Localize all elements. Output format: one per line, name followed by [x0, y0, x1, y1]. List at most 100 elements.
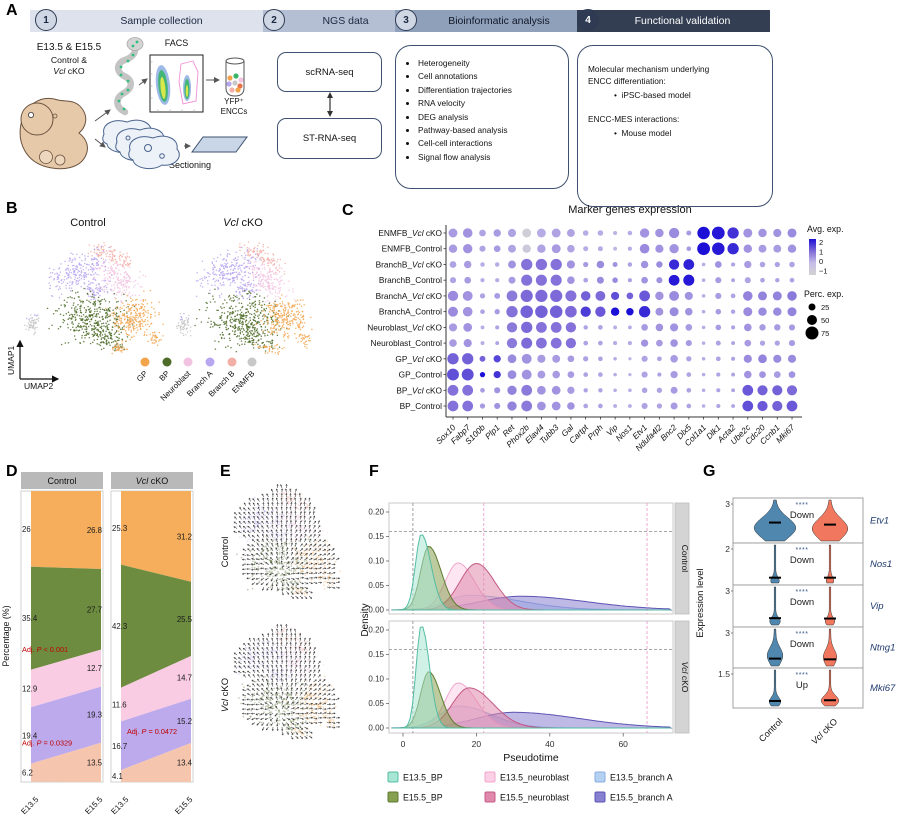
gene-label: Vip — [870, 601, 884, 612]
legend-label: E15.5_BP — [403, 793, 443, 803]
x-tick-label: E15.5 — [83, 795, 105, 816]
legend-label: E13.5_branch A — [610, 773, 673, 783]
sample-collection-illustration — [19, 37, 333, 170]
facet-strip-label: Control — [680, 545, 690, 573]
y-tick-label: 0.20 — [368, 626, 384, 635]
gene-label: Nos1 — [870, 559, 892, 570]
func-bullet-text: iPSC-based model — [621, 90, 691, 100]
func-line: ENCC-MES interactions: — [588, 113, 680, 124]
yfp-label: YFP⁺ — [224, 97, 244, 106]
band-value-right: 27.7 — [87, 605, 102, 614]
y-tick-label: 0.05 — [368, 699, 384, 708]
func-bullet: • Mouse model — [614, 128, 672, 138]
y-tick-label: 3 — [725, 628, 730, 638]
bio-bullet: Signal flow analysis — [418, 152, 568, 162]
sample-genotype-label2: Vcl cKO — [26, 66, 112, 76]
x-category-label: Vcl cKO — [809, 716, 839, 746]
x-tick-label: 0 — [401, 739, 406, 749]
umap1-axis-label: UMAP1 — [6, 345, 16, 375]
x-tick-label: E13.5 — [19, 795, 41, 816]
band-value-right: 15.2 — [177, 717, 192, 726]
dotplot-gene-label: Plp1 — [483, 422, 502, 441]
panel-label-e: E — [220, 463, 231, 480]
umap-scatter-control — [46, 242, 164, 355]
legend-label: E13.5_BP — [403, 773, 443, 783]
y-tick-label: 0.10 — [368, 557, 384, 566]
dotplot-row-label: BranchA_Vcl cKO — [376, 291, 443, 301]
bio-bullet: Cell annotations — [418, 71, 568, 81]
dotplot-row-label: Neuroblast_Control — [371, 338, 443, 348]
y-tick-label: 0.10 — [368, 675, 384, 684]
umap-outlier-cluster — [176, 312, 192, 337]
step-3-header: Bioinformatic analysis — [395, 10, 585, 32]
facet-strip-label: Vcl cKO — [680, 662, 690, 693]
band-value-left: 16.7 — [112, 742, 127, 751]
bio-bullet: RNA velocity — [418, 98, 568, 108]
expression-y-axis-label: Expression level — [695, 568, 706, 637]
panel-label-a: A — [6, 2, 18, 19]
panel-label-b: B — [6, 200, 18, 217]
band-value-left: 35.4 — [22, 614, 38, 623]
violin-panel: Expression level ****Down3Etv1****Down2N… — [695, 497, 896, 746]
band-value-left: 19.4 — [22, 731, 38, 740]
band-value-left: 12.9 — [22, 684, 37, 693]
func-bullet-text: Mouse model — [621, 128, 672, 138]
legend-label: BP — [158, 369, 172, 383]
band-value-left: 4.1 — [112, 772, 123, 781]
y-tick-label: 0.15 — [368, 650, 384, 659]
direction-label: Up — [796, 680, 808, 691]
direction-label: Down — [790, 510, 814, 521]
facs-gate — [178, 60, 199, 105]
y-tick-label: 0.15 — [368, 532, 384, 541]
dotplot-row-label: BranchA_Control — [379, 307, 442, 317]
significance-stars: **** — [796, 589, 809, 596]
velocity-panel: Control Vcl cKO — [220, 483, 341, 740]
dotplot-row-label: ENMFB_Control — [382, 244, 443, 254]
step-1-header: Sample collection — [30, 10, 273, 32]
direction-label: Down — [790, 639, 814, 650]
band-value-left: 11.6 — [112, 701, 127, 710]
adj-p-annotation: Adj. P < 0.001 — [22, 645, 68, 654]
bio-bullet: Cell-cell interactions — [418, 138, 568, 148]
panel-label-c: C — [342, 202, 354, 219]
significance-stars: **** — [796, 631, 809, 638]
pseudotime-legend: E13.5_BPE15.5_BPE13.5_neuroblastE15.5_ne… — [387, 771, 673, 803]
band-value-left: 26 — [22, 525, 31, 534]
band-value-right: 25.5 — [177, 615, 193, 624]
bio-bullet: Differentiation trajectories — [418, 85, 568, 95]
chart-header: Control — [47, 476, 76, 486]
facs-plot — [149, 54, 204, 113]
svg-text:50: 50 — [821, 316, 829, 325]
legend-label: E15.5_branch A — [610, 793, 673, 803]
adj-p-annotation: Adj. P = 0.0472 — [127, 727, 177, 736]
functional-validation-box: Molecular mechanism underlying ENCC diff… — [577, 45, 773, 207]
step-4-header: Functional validation — [577, 10, 770, 32]
velocity-plot-control — [233, 483, 341, 599]
pseudotime-panel: Density 0.200.150.100.050.00Control0.200… — [360, 502, 690, 803]
cko-text: cKO — [65, 66, 85, 76]
adj-p-annotation: Adj. P = 0.0329 — [22, 738, 72, 747]
dotplot-row-label: Neuroblast_Vcl cKO — [367, 322, 442, 332]
step-1-circle: 1 — [35, 9, 57, 31]
bio-bullet: DEG analysis — [418, 112, 568, 122]
dotplot-row-label: BranchB_Vcl cKO — [376, 259, 443, 269]
umap-axes: UMAP1 UMAP2 — [6, 339, 60, 391]
band-value-right: 12.7 — [87, 664, 102, 673]
umap2-axis-label: UMAP2 — [24, 381, 54, 391]
avg-exp-colorbar — [809, 239, 816, 275]
func-line: ENCC differentiation: — [588, 75, 666, 86]
func-line: Molecular mechanism underlying — [588, 64, 710, 74]
velocity-label-control: Control — [220, 537, 231, 568]
x-tick-label: 40 — [545, 739, 555, 749]
embryo-drawing — [19, 98, 88, 170]
svg-text:1: 1 — [819, 248, 823, 257]
svg-text:25: 25 — [821, 303, 829, 312]
vcl-italic: Vcl — [53, 66, 66, 76]
enccs-label: ENCCs — [220, 107, 248, 116]
density-plots: 0.200.150.100.050.00Control0.200.150.100… — [368, 502, 690, 749]
